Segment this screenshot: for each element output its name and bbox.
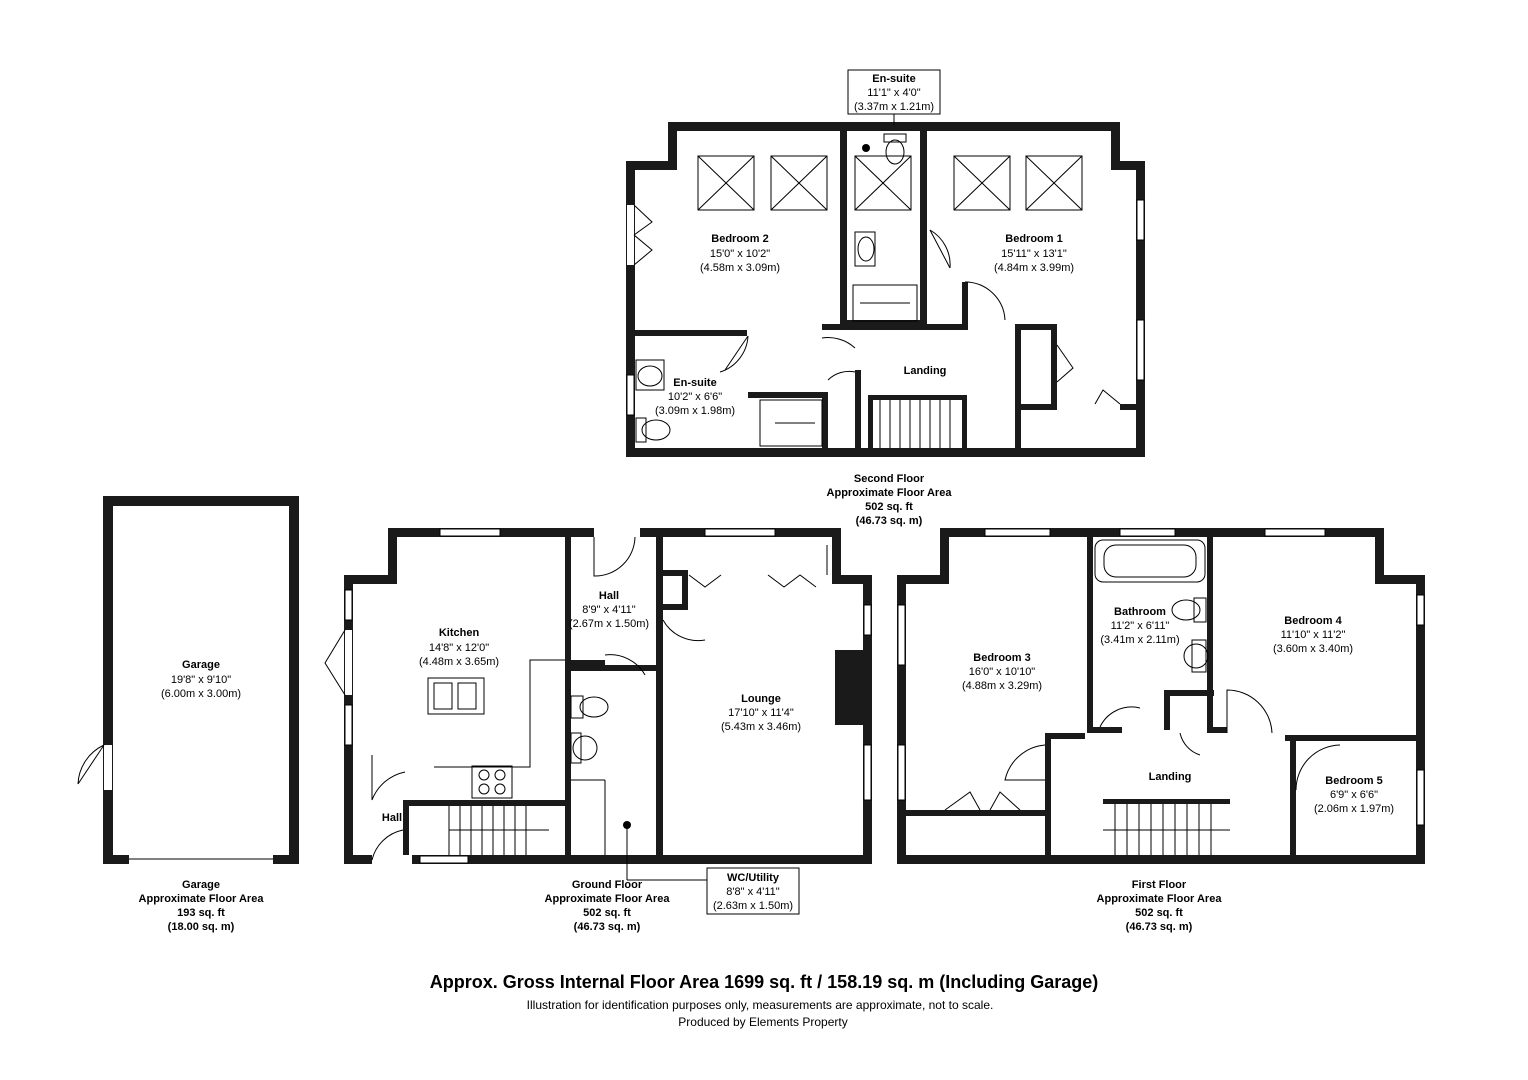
- room-name-kitchen: Kitchen: [439, 627, 480, 639]
- room-dim-metric-kitchen: (4.48m x 3.65m): [419, 656, 499, 668]
- disclaimer-text: Illustration for identification purposes…: [527, 998, 994, 1012]
- floor-garage-sqft: 193 sq. ft: [177, 907, 225, 919]
- room-name-lounge: Lounge: [741, 693, 781, 705]
- floor-second-title: Second Floor: [854, 473, 925, 485]
- floor-second-area-label: Approximate Floor Area: [827, 487, 953, 499]
- room-name-bedroom1: Bedroom 1: [1005, 233, 1062, 245]
- floor-ground-sqft: 502 sq. ft: [583, 907, 631, 919]
- room-dim-metric-bedroom4: (3.60m x 3.40m): [1273, 643, 1353, 655]
- floor-first-area-label: Approximate Floor Area: [1097, 893, 1223, 905]
- gross-internal-area: Approx. Gross Internal Floor Area 1699 s…: [430, 972, 1099, 992]
- room-dim-metric-ensuite2: (3.09m x 1.98m): [655, 405, 735, 417]
- floor-ground-sqm: (46.73 sq. m): [574, 921, 641, 933]
- room-dim-metric-bedroom5: (2.06m x 1.97m): [1314, 803, 1394, 815]
- room-dim-ensuite2: 10'2" x 6'6": [668, 391, 722, 403]
- wc-utility-label-box: [706, 867, 800, 915]
- room-name-garage: Garage: [182, 659, 220, 671]
- floor-garage-title: Garage: [182, 879, 220, 891]
- room-name-ensuite-top: En-suite: [872, 73, 915, 85]
- room-dim-metric-lounge: (5.43m x 3.46m): [721, 721, 801, 733]
- room-dim-wc-utility: 8'8" x 4'11": [726, 886, 779, 898]
- room-dim-metric-bathroom: (3.41m x 2.11m): [1100, 634, 1179, 646]
- room-name-bedroom5: Bedroom 5: [1325, 775, 1382, 787]
- ensuite-top-label-box: [847, 69, 941, 115]
- room-name-bedroom2: Bedroom 2: [711, 233, 768, 245]
- room-name-wc-utility: WC/Utility: [727, 872, 780, 884]
- room-dim-lounge: 17'10" x 11'4": [728, 707, 794, 719]
- floor-second-sqm: (46.73 sq. m): [856, 515, 923, 527]
- room-dim-bathroom: 11'2" x 6'11": [1111, 620, 1170, 632]
- floor-second-sqft: 502 sq. ft: [865, 501, 913, 513]
- room-dim-garage: 19'8" x 9'10": [171, 674, 231, 686]
- room-dim-ensuite-top: 11'1" x 4'0": [867, 87, 920, 99]
- room-name-landing-top: Landing: [904, 365, 947, 377]
- room-name-hall-lower: Hall: [382, 812, 402, 824]
- room-name-landing-first: Landing: [1149, 771, 1192, 783]
- room-name-ensuite2: En-suite: [673, 377, 716, 389]
- floor-first-sqft: 502 sq. ft: [1135, 907, 1183, 919]
- room-dim-bedroom1: 15'11" x 13'1": [1001, 248, 1067, 260]
- room-dim-kitchen: 14'8" x 12'0": [429, 642, 489, 654]
- room-dim-metric-bedroom2: (4.58m x 3.09m): [700, 262, 780, 274]
- floor-first-title: First Floor: [1132, 879, 1187, 891]
- floor-garage-area-label: Approximate Floor Area: [139, 893, 265, 905]
- room-dim-bedroom4: 11'10" x 11'2": [1281, 629, 1346, 641]
- room-dim-bedroom3: 16'0" x 10'10": [969, 666, 1036, 678]
- room-name-bathroom: Bathroom: [1114, 606, 1166, 618]
- room-name-bedroom4: Bedroom 4: [1284, 615, 1342, 627]
- room-dim-metric-garage: (6.00m x 3.00m): [161, 688, 241, 700]
- room-dim-bedroom2: 15'0" x 10'2": [710, 248, 770, 260]
- floor-ground-title: Ground Floor: [572, 879, 643, 891]
- room-dim-metric-bedroom3: (4.88m x 3.29m): [962, 680, 1042, 692]
- room-dim-metric-bedroom1: (4.84m x 3.99m): [994, 262, 1074, 274]
- producer-credit: Produced by Elements Property: [678, 1015, 847, 1029]
- room-dim-bedroom5: 6'9" x 6'6": [1330, 789, 1378, 801]
- garage-plan: [77, 496, 299, 864]
- first-floor-plan: [897, 528, 1425, 864]
- room-dim-metric-wc-utility: (2.63m x 1.50m): [713, 900, 793, 912]
- room-name-bedroom3: Bedroom 3: [973, 652, 1030, 664]
- ground-floor-plan: [324, 528, 872, 881]
- room-dim-hall-upper: 8'9" x 4'11": [582, 604, 635, 616]
- floor-garage-sqm: (18.00 sq. m): [168, 921, 235, 933]
- room-name-hall-upper: Hall: [599, 590, 619, 602]
- floor-first-sqm: (46.73 sq. m): [1126, 921, 1193, 933]
- floor-ground-area-label: Approximate Floor Area: [545, 893, 671, 905]
- second-floor-plan: [626, 122, 1145, 457]
- room-dim-metric-hall-upper: (2.67m x 1.50m): [569, 618, 649, 630]
- room-dim-metric-ensuite-top: (3.37m x 1.21m): [854, 101, 934, 113]
